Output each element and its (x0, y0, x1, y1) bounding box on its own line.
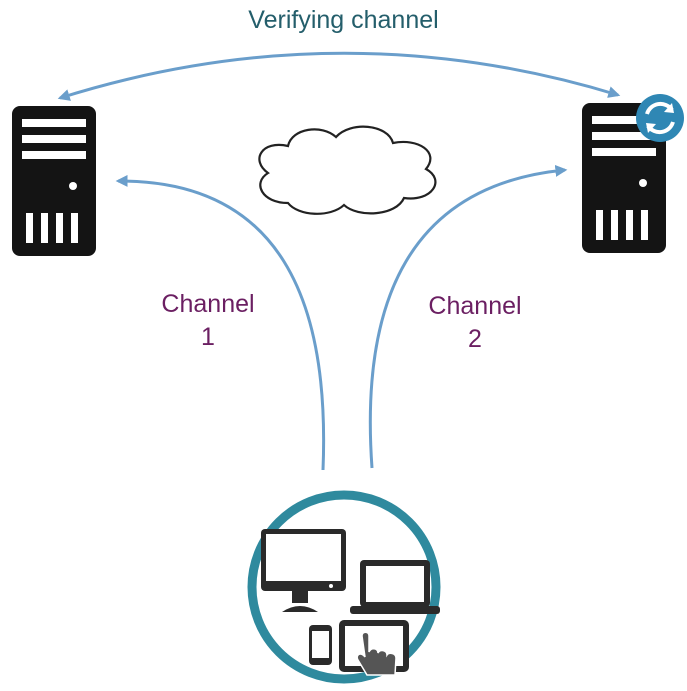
server-icon (12, 106, 96, 256)
devices-badge (247, 490, 441, 684)
monitor-icon (261, 529, 346, 612)
refresh-globe-icon (636, 94, 684, 142)
channel-1-number: 1 (201, 323, 215, 351)
laptop-icon (350, 560, 440, 614)
cloud-icon (258, 125, 437, 215)
pointing-hand-icon (356, 631, 397, 676)
channel-1-name: Channel (161, 290, 255, 318)
server-icon (582, 103, 666, 253)
verifying-channel-label: Verifying channel (248, 6, 439, 34)
channel-2-number: 2 (468, 325, 482, 353)
channel-2-name: Channel (428, 292, 522, 320)
channel-2-arrow (368, 164, 568, 469)
channel-2-label: Channel 2 (405, 290, 545, 356)
channel-1-label: Channel 1 (138, 288, 278, 354)
verifying-channel-arrow (57, 51, 621, 101)
channel-1-arrow (115, 174, 326, 471)
phone-icon (309, 625, 332, 665)
